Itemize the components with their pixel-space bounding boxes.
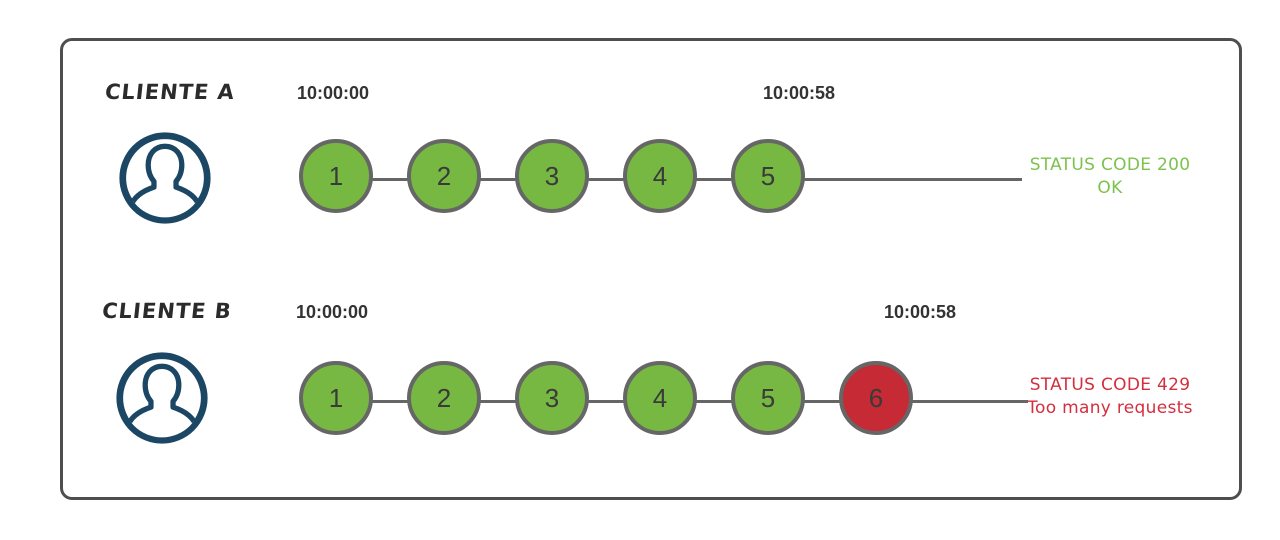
client-a-start-time: 10:00:00: [296, 83, 370, 103]
request-circle: 1: [299, 361, 373, 435]
request-circle: 6: [839, 361, 913, 435]
client-a-status: STATUS CODE 200 OK: [1026, 154, 1194, 200]
user-avatar-icon: [114, 350, 210, 446]
status-message-text: Too many requests: [1027, 398, 1193, 418]
request-circle: 4: [623, 361, 697, 435]
client-a-end-time: 10:00:58: [762, 83, 836, 103]
request-circle: 3: [515, 361, 589, 435]
request-circle: 5: [731, 361, 805, 435]
request-circle: 3: [515, 139, 589, 213]
request-circle: 2: [407, 361, 481, 435]
client-b-status: STATUS CODE 429 Too many requests: [1026, 374, 1194, 420]
request-circle: 1: [299, 139, 373, 213]
status-message-text: OK: [1097, 178, 1123, 198]
client-a-label: CLIENTE A: [103, 80, 237, 104]
user-avatar-icon: [117, 130, 213, 226]
client-b-end-time: 10:00:58: [883, 302, 957, 322]
status-code-text: STATUS CODE 429: [1029, 375, 1191, 395]
request-circle: 5: [731, 139, 805, 213]
request-circle: 4: [623, 139, 697, 213]
request-circle: 2: [407, 139, 481, 213]
client-b-label: CLIENTE B: [100, 299, 234, 323]
status-code-text: STATUS CODE 200: [1029, 155, 1191, 175]
client-b-start-time: 10:00:00: [295, 302, 369, 322]
